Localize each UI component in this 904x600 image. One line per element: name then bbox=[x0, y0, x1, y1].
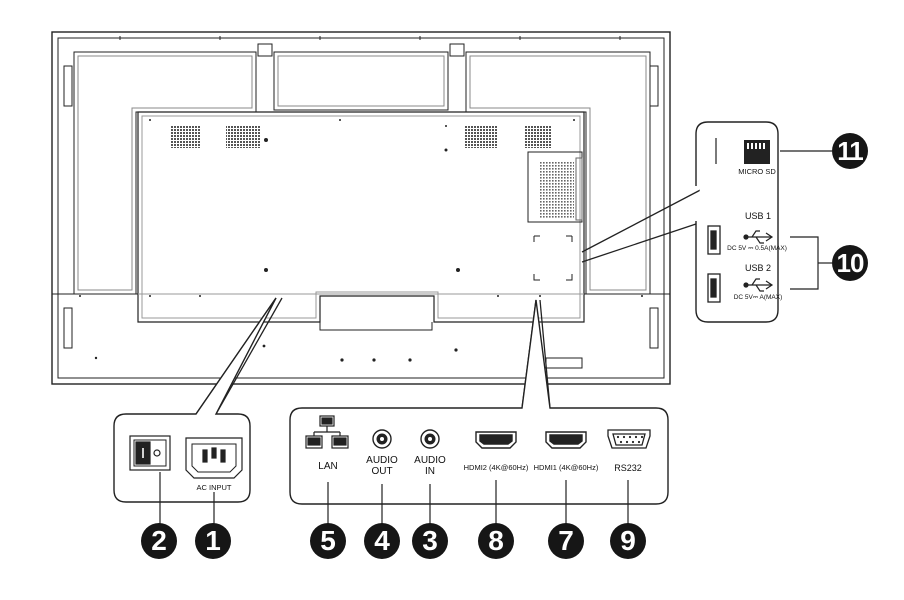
hdmi1-label: HDMI1 (4K@60Hz) bbox=[533, 463, 599, 472]
io-callout-box bbox=[289, 299, 669, 505]
callout-3: 3 bbox=[412, 523, 448, 559]
audio-out-label-2: OUT bbox=[371, 466, 393, 477]
usb1-power-label: DC 5V ⎓ 0.5A(MAX) bbox=[727, 245, 787, 252]
ac-inlet bbox=[185, 437, 243, 479]
power-switch bbox=[129, 435, 171, 471]
tv-back bbox=[51, 31, 671, 385]
lan-label: LAN bbox=[318, 461, 338, 472]
usb-ports bbox=[707, 225, 721, 303]
callout-1: 1 bbox=[195, 523, 231, 559]
power-leaders bbox=[159, 472, 215, 528]
side-callout-box bbox=[695, 121, 779, 323]
callout-9: 9 bbox=[610, 523, 646, 559]
audio-jacks bbox=[372, 429, 440, 449]
io-leaders bbox=[327, 480, 629, 528]
usb-symbols bbox=[743, 230, 774, 292]
rs232-label: RS232 bbox=[614, 463, 642, 473]
callout-5: 5 bbox=[310, 523, 346, 559]
usb2-power-label: DC 5V⎓ A(MAX) bbox=[733, 294, 783, 301]
rs232-port bbox=[607, 429, 651, 449]
micro-sd-label: MICRO SD bbox=[738, 167, 776, 176]
usb2-label: USB 2 bbox=[744, 263, 771, 273]
callout-10: 10 bbox=[832, 245, 868, 281]
usb1-label: USB 1 bbox=[744, 211, 771, 221]
callout-4: 4 bbox=[364, 523, 400, 559]
audio-out-label-1: AUDIO bbox=[366, 455, 398, 466]
hdmi-ports bbox=[475, 431, 587, 449]
ac-input-label: AC INPUT bbox=[196, 483, 232, 492]
screw-holes bbox=[79, 119, 643, 362]
callout-11: 11 bbox=[832, 133, 868, 169]
audio-in-label-2: IN bbox=[425, 466, 435, 477]
micro-sd-icon bbox=[744, 140, 770, 164]
leader-lines bbox=[195, 185, 709, 415]
callout-7: 7 bbox=[548, 523, 584, 559]
lan-icon bbox=[305, 415, 349, 449]
hdmi2-label: HDMI2 (4K@60Hz) bbox=[463, 463, 529, 472]
callout-2: 2 bbox=[141, 523, 177, 559]
callout-8: 8 bbox=[478, 523, 514, 559]
power-callout-box bbox=[113, 297, 277, 503]
audio-in-label-1: AUDIO bbox=[414, 455, 446, 466]
vents bbox=[170, 126, 574, 218]
side-leaders bbox=[780, 150, 832, 290]
